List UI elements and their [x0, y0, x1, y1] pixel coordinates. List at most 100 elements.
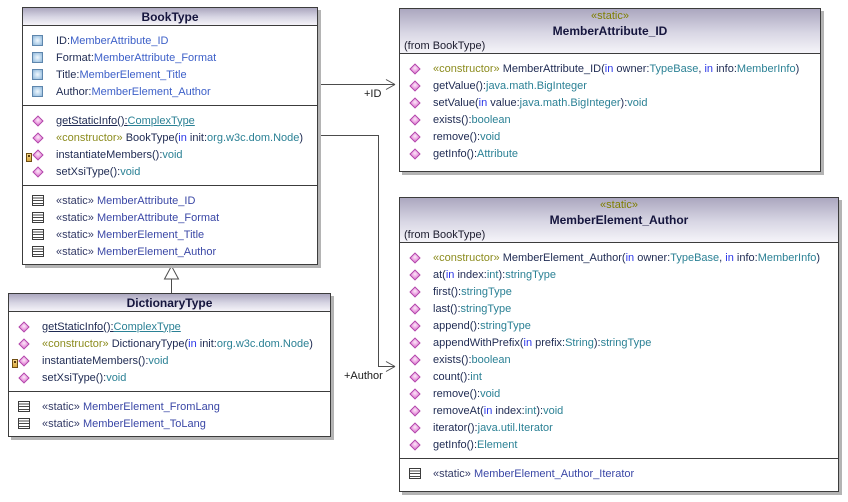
operation-row[interactable]: first():stringType — [400, 283, 838, 300]
class-header[interactable]: DictionaryType — [9, 294, 330, 312]
generalization-line[interactable] — [163, 264, 180, 293]
operation-row[interactable]: removeAt(in index:int):void — [400, 402, 838, 419]
operation-row[interactable]: iterator():java.util.Iterator — [400, 419, 838, 436]
operation-icon — [407, 319, 422, 332]
nested-classifier-row[interactable]: «static» MemberElement_Title — [23, 226, 317, 243]
class-header[interactable]: BookType — [23, 8, 317, 26]
operation-row[interactable]: «constructor» BookType(in init:org.w3c.d… — [23, 129, 317, 146]
operation-icon — [30, 165, 45, 178]
class-from: (from BookType) — [404, 229, 486, 241]
operation-row[interactable]: remove():void — [400, 128, 820, 145]
class-header[interactable]: «static» MemberAttribute_ID (from BookTy… — [400, 9, 820, 54]
operation-row[interactable]: exists():boolean — [400, 351, 838, 368]
operation-icon — [407, 285, 422, 298]
class-box-booktype[interactable]: BookType ID:MemberAttribute_ID Format:Mem… — [22, 7, 318, 265]
association-author-line[interactable] — [318, 135, 396, 372]
nested-classifier-icon — [30, 246, 45, 257]
member-text: setXsiType():void — [42, 371, 127, 384]
operation-icon — [407, 302, 422, 315]
operation-icon — [407, 336, 422, 349]
operation-row[interactable]: setValue(in value:java.math.BigInteger):… — [400, 94, 820, 111]
member-text: «constructor» MemberAttribute_ID(in owne… — [433, 62, 800, 75]
member-text: instantiateMembers():void — [42, 354, 169, 367]
operation-row[interactable]: appendWithPrefix(in prefix:String):strin… — [400, 334, 838, 351]
member-text: «static» MemberElement_ToLang — [42, 417, 206, 430]
operation-row[interactable]: «constructor» MemberAttribute_ID(in owne… — [400, 60, 820, 77]
class-box-memberelement-author[interactable]: «static» MemberElement_Author (from Book… — [399, 197, 839, 492]
operation-row[interactable]: «constructor» DictionaryType(in init:org… — [9, 335, 330, 352]
compartment-nested: «static» MemberElement_Author_Iterator — [400, 458, 838, 487]
member-text: getStaticInfo():ComplexType — [42, 320, 181, 333]
attribute-icon — [30, 86, 45, 97]
nested-classifier-icon — [30, 212, 45, 223]
attribute-row[interactable]: Title:MemberElement_Title — [23, 66, 317, 83]
operation-row[interactable]: append():stringType — [400, 317, 838, 334]
operation-icon — [407, 96, 422, 109]
member-text: «constructor» DictionaryType(in init:org… — [42, 337, 313, 350]
operation-row[interactable]: «constructor» MemberElement_Author(in ow… — [400, 249, 838, 266]
operation-icon — [407, 130, 422, 143]
protected-key-badge-icon — [26, 152, 32, 162]
operation-row[interactable]: instantiateMembers():void — [23, 146, 317, 163]
operation-row[interactable]: getInfo():Element — [400, 436, 838, 453]
nested-classifier-row[interactable]: «static» MemberElement_FromLang — [9, 398, 330, 415]
association-id-line[interactable] — [318, 79, 396, 90]
class-from: (from BookType) — [404, 40, 486, 52]
attribute-row[interactable]: Author:MemberElement_Author — [23, 83, 317, 100]
member-text: «static» MemberElement_Author_Iterator — [433, 467, 635, 480]
class-header[interactable]: «static» MemberElement_Author (from Book… — [400, 198, 838, 243]
class-box-dictionarytype[interactable]: DictionaryType getStaticInfo():ComplexTy… — [8, 293, 331, 437]
nested-classifier-row[interactable]: «static» MemberElement_Author_Iterator — [400, 465, 838, 482]
member-text: «constructor» BookType(in init:org.w3c.d… — [56, 131, 304, 144]
operation-row[interactable]: exists():boolean — [400, 111, 820, 128]
operation-icon — [30, 131, 45, 144]
operation-icon — [407, 79, 422, 92]
operation-row[interactable]: instantiateMembers():void — [9, 352, 330, 369]
operation-row[interactable]: setXsiType():void — [9, 369, 330, 386]
class-title: MemberAttribute_ID — [552, 24, 668, 38]
association-author-label[interactable]: +Author — [344, 370, 383, 382]
nested-classifier-row[interactable]: «static» MemberElement_ToLang — [9, 415, 330, 432]
nested-classifier-row[interactable]: «static» MemberAttribute_ID — [23, 192, 317, 209]
nested-classifier-row[interactable]: «static» MemberAttribute_Format — [23, 209, 317, 226]
hollow-triangle-icon — [163, 264, 180, 280]
class-box-memberattribute-id[interactable]: «static» MemberAttribute_ID (from BookTy… — [399, 8, 821, 172]
member-text: Title:MemberElement_Title — [56, 68, 187, 81]
operation-row[interactable]: remove():void — [400, 385, 838, 402]
class-title: DictionaryType — [126, 296, 213, 310]
operation-icon — [16, 371, 31, 384]
association-id-label[interactable]: +ID — [364, 88, 382, 100]
compartment-operations: «constructor» MemberElement_Author(in ow… — [400, 243, 838, 458]
nested-classifier-icon — [407, 468, 422, 479]
attribute-row[interactable]: ID:MemberAttribute_ID — [23, 32, 317, 49]
member-text: «static» MemberAttribute_ID — [56, 194, 196, 207]
operation-icon — [407, 421, 422, 434]
operation-row[interactable]: getStaticInfo():ComplexType — [23, 112, 317, 129]
operation-row[interactable]: count():int — [400, 368, 838, 385]
compartment-nested: «static» MemberAttribute_ID «static» Memb… — [23, 185, 317, 265]
operation-row[interactable]: getValue():java.math.BigInteger — [400, 77, 820, 94]
attribute-icon — [30, 35, 45, 46]
member-text: «static» MemberElement_Title — [56, 228, 205, 241]
class-compartments: getStaticInfo():ComplexType «constructor»… — [9, 312, 330, 437]
operation-row[interactable]: getStaticInfo():ComplexType — [9, 318, 330, 335]
member-text: ID:MemberAttribute_ID — [56, 34, 169, 47]
member-text: exists():boolean — [433, 353, 511, 366]
nested-classifier-row[interactable]: «static» MemberElement_Author — [23, 243, 317, 260]
operation-row[interactable]: last():stringType — [400, 300, 838, 317]
operation-row[interactable]: setXsiType():void — [23, 163, 317, 180]
operation-row[interactable]: at(in index:int):stringType — [400, 266, 838, 283]
attribute-row[interactable]: Format:MemberAttribute_Format — [23, 49, 317, 66]
operation-icon — [30, 114, 45, 127]
operation-icon — [407, 370, 422, 383]
class-compartments: «constructor» MemberElement_Author(in ow… — [400, 243, 838, 487]
member-text: setXsiType():void — [56, 165, 141, 178]
member-text: appendWithPrefix(in prefix:String):strin… — [433, 336, 652, 349]
operation-row[interactable]: getInfo():Attribute — [400, 145, 820, 162]
compartment-operations: getStaticInfo():ComplexType «constructor»… — [9, 312, 330, 391]
member-text: iterator():java.util.Iterator — [433, 421, 553, 434]
operation-icon — [16, 320, 31, 333]
class-compartments: ID:MemberAttribute_ID Format:MemberAttrib… — [23, 26, 317, 265]
nested-classifier-icon — [16, 401, 31, 412]
